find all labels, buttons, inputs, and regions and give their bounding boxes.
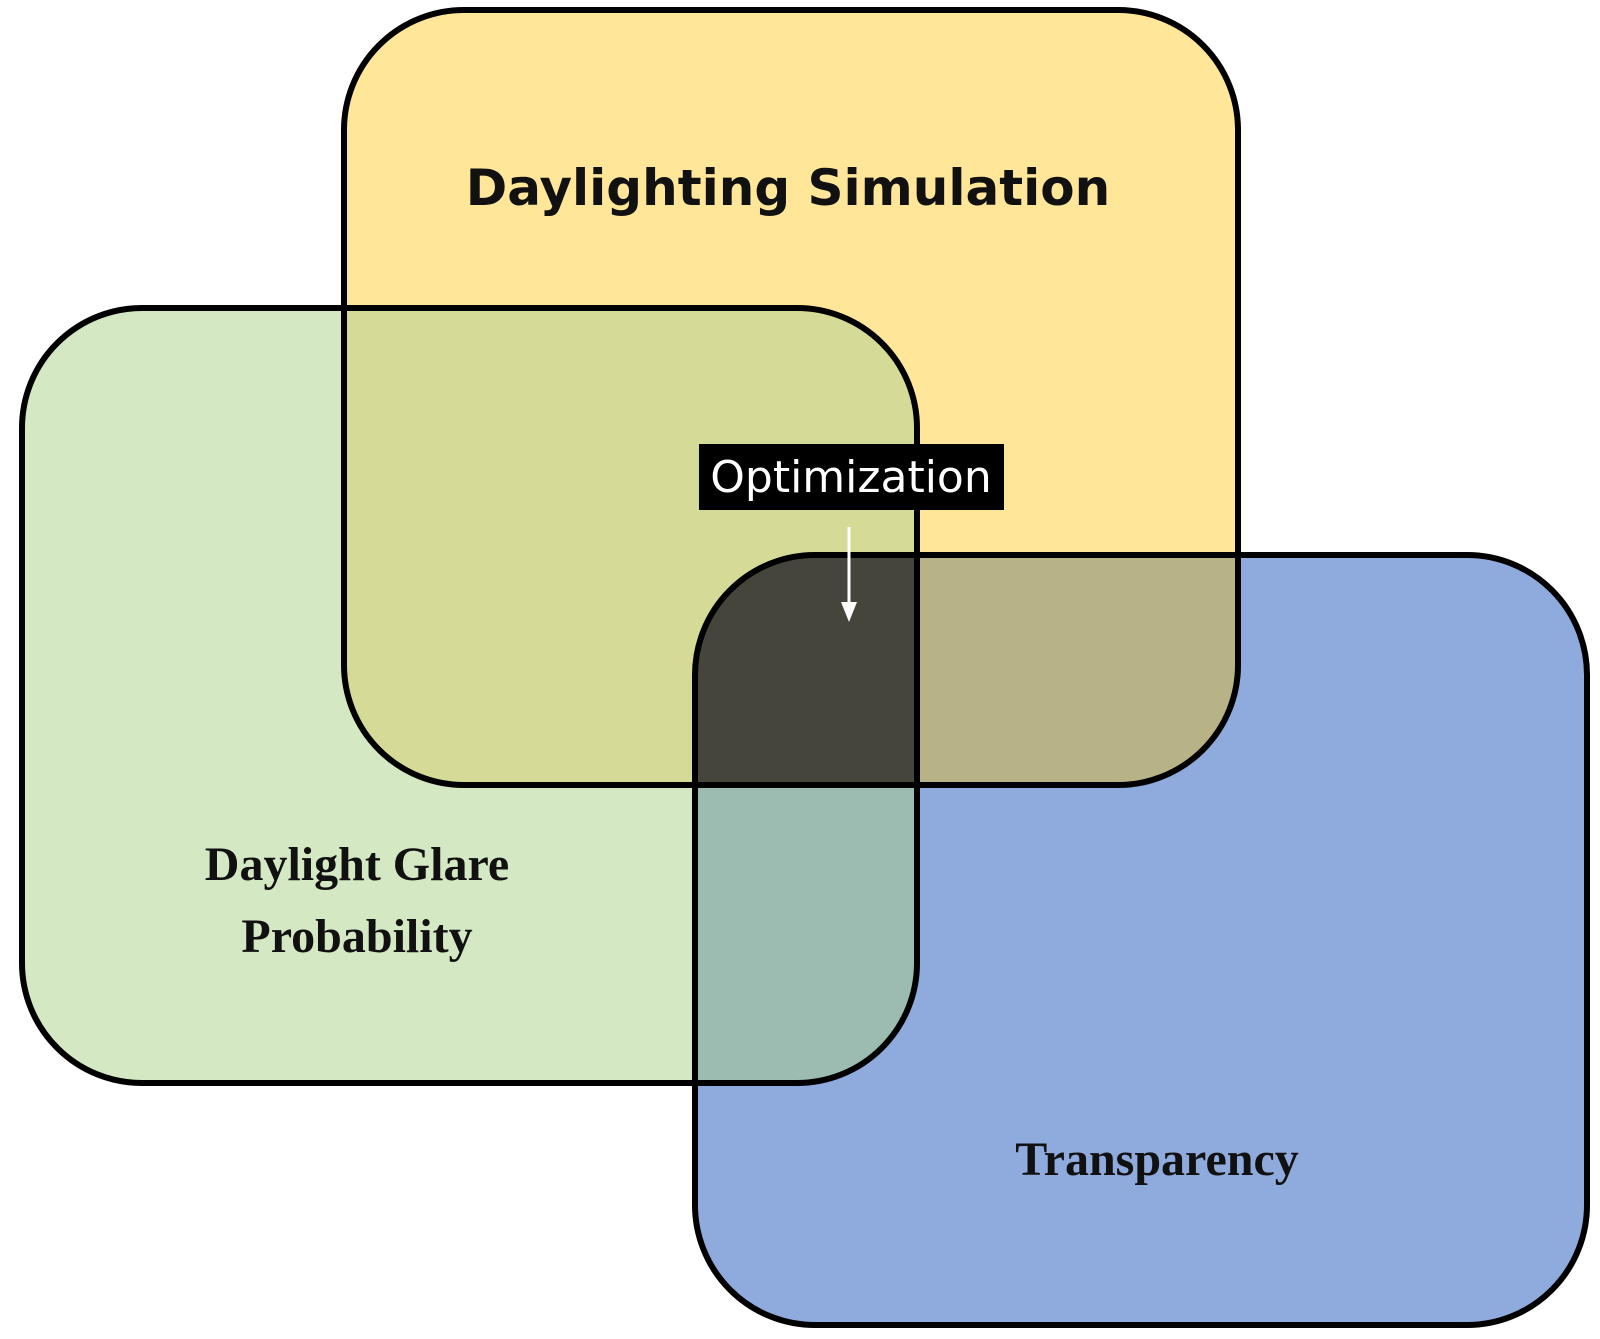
down-arrow-icon bbox=[841, 527, 857, 622]
optimization-label-background bbox=[699, 444, 1004, 510]
daylight-glare-probability-label-line-1: Daylight Glare bbox=[205, 838, 509, 891]
daylighting-simulation-outline bbox=[341, 7, 1241, 788]
daylight-glare-probability-label-line-2: Probability bbox=[241, 910, 472, 963]
overlap-simulation-glare bbox=[344, 308, 917, 785]
transparency-label: Transparency bbox=[1015, 1133, 1299, 1186]
optimization-label: Optimization bbox=[710, 452, 991, 503]
daylight-glare-probability-outline bbox=[19, 305, 920, 1086]
daylighting-simulation-label: Daylighting Simulation bbox=[466, 159, 1111, 217]
transparency-outline bbox=[692, 552, 1590, 1328]
